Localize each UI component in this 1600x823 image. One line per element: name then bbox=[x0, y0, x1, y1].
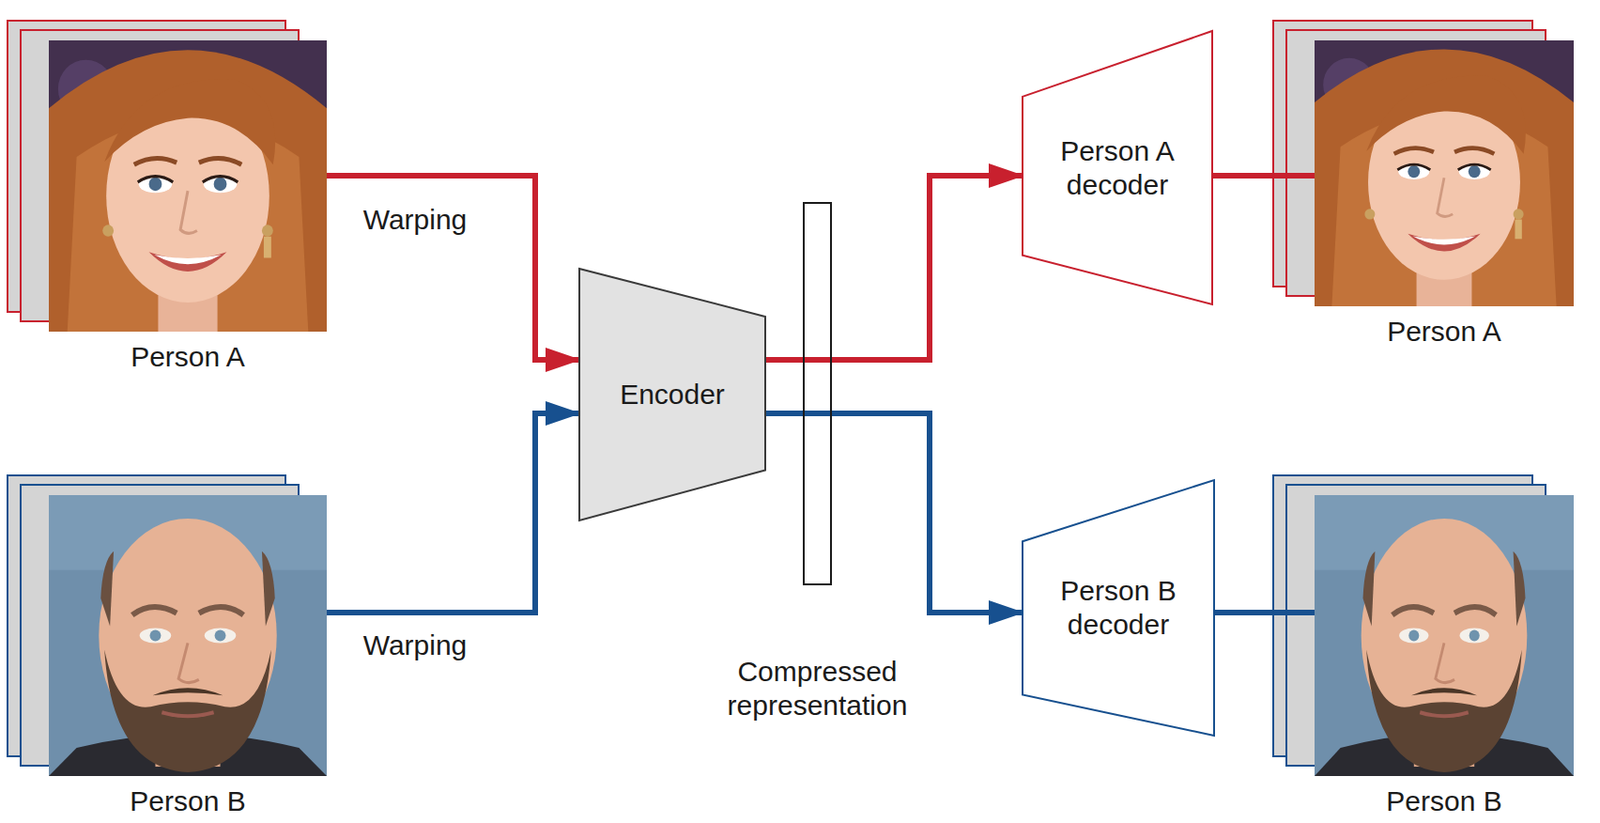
node-label: Person A decoder bbox=[1046, 134, 1188, 202]
trapezoid-outline bbox=[1022, 479, 1215, 736]
face-photo bbox=[48, 494, 327, 776]
face-photo bbox=[1314, 40, 1579, 320]
trapezoid-shape bbox=[1022, 30, 1213, 305]
node-label: Person B bbox=[1276, 784, 1600, 818]
label-holder: Person A decoder bbox=[1022, 30, 1213, 305]
decoder-trapezoid: Person B decoder bbox=[1022, 479, 1215, 736]
face-photo bbox=[48, 40, 332, 346]
input-photo-stack: Person A bbox=[48, 40, 327, 332]
trapezoid-outline bbox=[1022, 30, 1213, 305]
node-label: Person B decoder bbox=[1047, 573, 1189, 642]
label-holder: Person B decoder bbox=[1022, 479, 1215, 736]
trapezoid-shape bbox=[1022, 479, 1215, 736]
label-holder: Encoder bbox=[579, 268, 766, 521]
node-label: Compressed representation bbox=[686, 654, 950, 723]
latent-bar: Compressed representation bbox=[802, 201, 832, 585]
bar-rect bbox=[803, 202, 831, 585]
output-photo-stack: Person B bbox=[1314, 494, 1574, 776]
trapezoid-shape bbox=[579, 268, 766, 521]
node-label: Person B bbox=[11, 784, 365, 818]
flow-arrow bbox=[1214, 609, 1315, 616]
output-photo-stack: Person A bbox=[1314, 40, 1574, 307]
node-label: Person A bbox=[11, 339, 365, 374]
flow-arrow bbox=[326, 175, 580, 360]
flow-arrow bbox=[326, 413, 580, 613]
edge-label: Warping bbox=[363, 628, 468, 662]
encoder-trapezoid: Encoder bbox=[579, 268, 766, 521]
node-label: Person A bbox=[1276, 314, 1600, 349]
flow-arrow bbox=[1212, 172, 1315, 179]
bar-outline bbox=[802, 201, 832, 585]
input-photo-stack: Person B bbox=[48, 494, 327, 776]
decoder-trapezoid: Person A decoder bbox=[1022, 30, 1213, 305]
face-photo bbox=[1314, 494, 1574, 776]
edge-label: Warping bbox=[363, 202, 468, 237]
node-label: Encoder bbox=[619, 377, 725, 412]
